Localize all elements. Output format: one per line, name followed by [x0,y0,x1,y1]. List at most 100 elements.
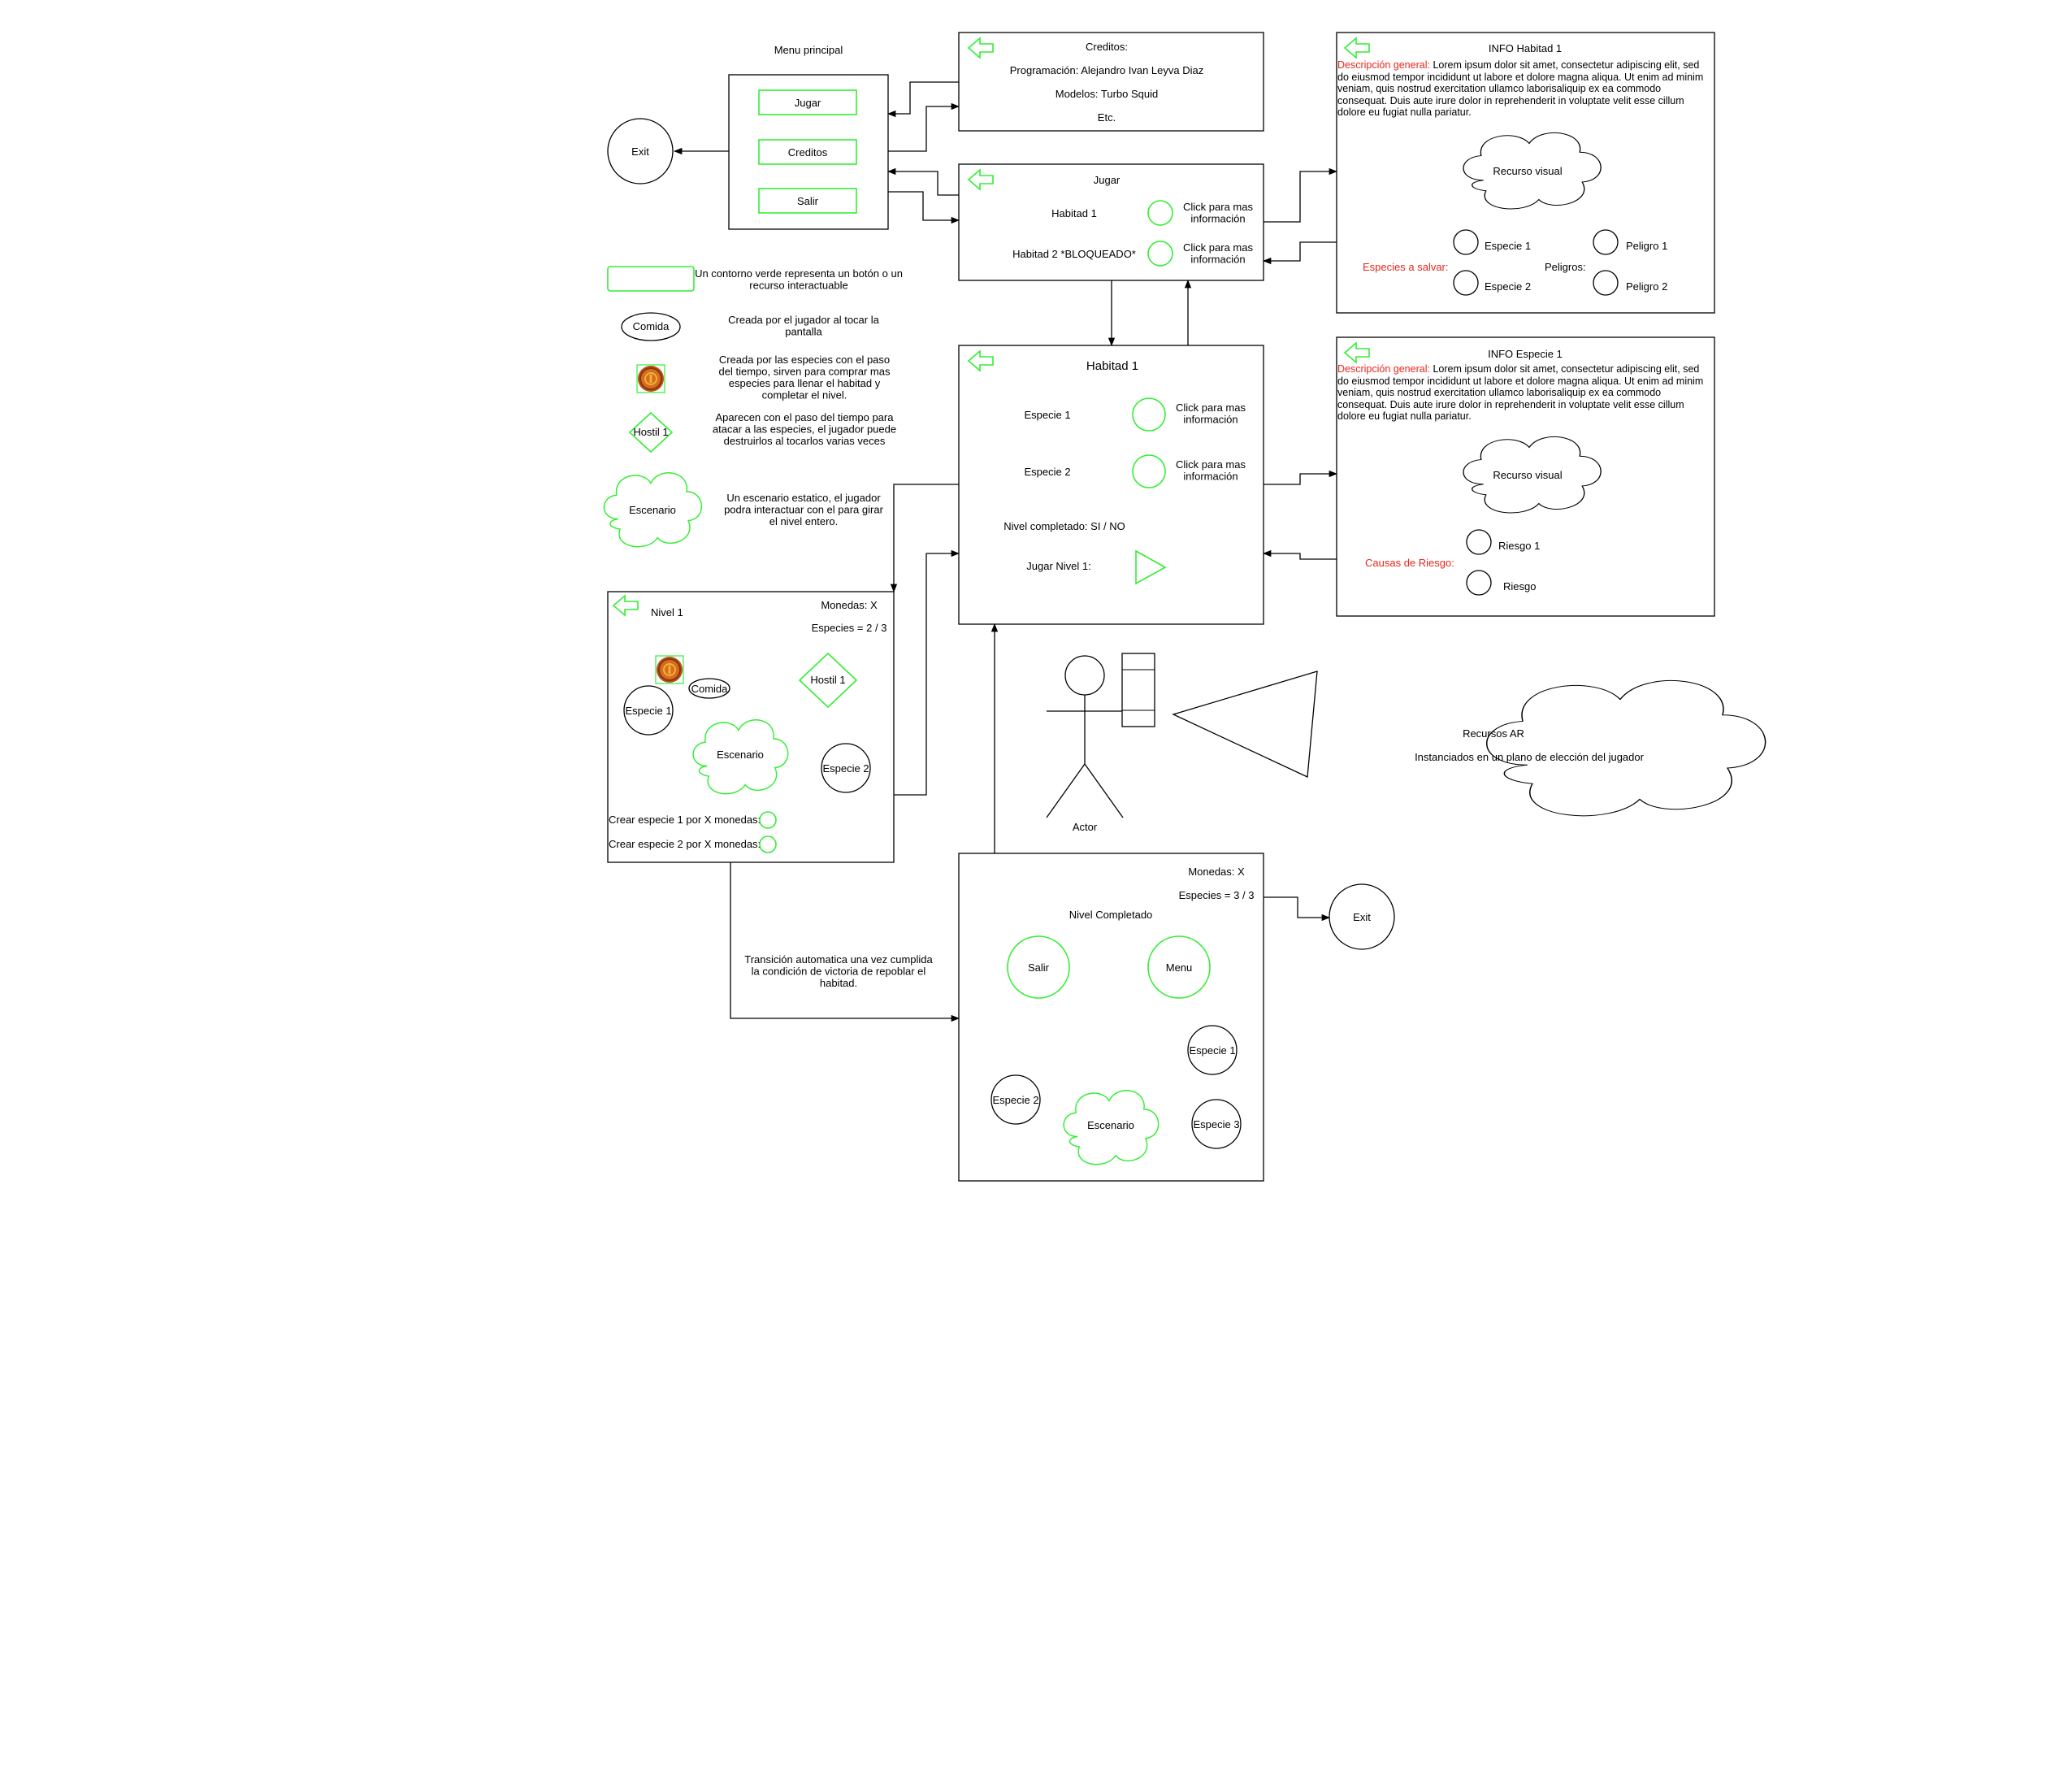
caption-line: del tiempo, sirven para comprar mas [719,366,891,378]
connector-play-infohab [1264,167,1338,223]
species-node [1187,1025,1238,1075]
caption-line: recurso interactuable [749,280,847,292]
description-text: Lorem ipsum dolor sit amet, consectetur … [1337,363,1704,422]
food-sample [621,312,681,341]
caption-line: el nivel entero. [769,515,839,527]
play-level-label: Jugar Nivel 1: [1026,560,1090,572]
habitat-panel [958,345,1264,625]
connector-credits-menu [886,81,959,118]
description-label: Descripción general: [1337,59,1430,71]
risk-label: Riesgo 1 [1498,540,1540,552]
legend-text: Un contorno verde representa un botón o … [695,267,903,292]
species-2-info-button[interactable] [1132,454,1166,488]
exit-node-label: Exit [1353,911,1371,923]
danger-label: Peligro 1 [1626,240,1667,252]
food-label: Comida [691,683,729,695]
risk-label: Riesgo [1503,580,1536,592]
main-menu-title: Menu principal [774,44,843,56]
info-species-screen: INFO Especie 1 Recurso visual Riesgo 1 C… [1336,336,1715,617]
habitat-1-info-button[interactable] [1147,200,1173,226]
description-label: Descripción general: [1337,363,1430,375]
habitat-2-info-button[interactable] [1147,241,1173,267]
hostile-sample [628,411,674,454]
level-complete-title: Nivel Completado [1069,909,1153,921]
connector-level-complete [730,862,960,1022]
connectors [673,81,1338,1022]
exit-button-label: Salir [1028,961,1050,974]
exit-button-label: Salir [797,195,819,207]
caption-line: podra interactuar con el para girar [724,504,884,516]
habitat-title: Habitad 1 [1086,359,1138,373]
caption-line: destruirlos al tocarlos varias veces [724,435,886,447]
buy-species-2-button[interactable] [759,835,777,853]
species-label: Especie 3 [1193,1118,1239,1131]
species-label: Especie 1 [625,705,671,717]
species-label: Especie 1 [1485,240,1531,252]
info-habitat-screen: INFO Habitad 1 Recurso visual Especie 1 … [1336,32,1715,314]
scenario-label: Escenario [1087,1119,1134,1131]
species-node [1191,1099,1242,1149]
risk-slot [1466,570,1492,596]
species-node [990,1074,1041,1125]
species-1-info-button[interactable] [1132,397,1166,432]
habitat-2-label: Habitad 2 *BLOQUEADO* [1012,248,1136,260]
species-node [821,743,871,793]
species-1-label: Especie 1 [1024,409,1070,421]
actor-label: Actor [1073,821,1098,833]
buy-species-2-label: Crear especie 2 por X monedas: [609,838,761,850]
connector-habitat-level [890,484,959,593]
connector-level-habitat [894,549,960,796]
coins-counter: Monedas: X [821,599,878,611]
species-node [623,685,674,736]
coin-icon [636,364,665,393]
ar-resources-subtitle: Instanciados en un plano de elección del… [1415,751,1645,763]
camera-view-cone [1172,670,1318,778]
exit-button[interactable]: Salir [758,188,857,214]
species-slot [1453,270,1479,296]
info-habitat-title: INFO Habitad 1 [1489,42,1562,54]
hostile-sample-label: Hostil 1 [633,426,668,438]
caption-line: información [1190,254,1245,266]
species-to-save-label: Especies a salvar: [1363,261,1449,273]
main-menu: Menu principal Jugar Creditos Salir [728,44,889,230]
species-2-label: Especie 2 [1024,466,1070,478]
caption-line: información [1190,213,1245,225]
play-triangle-icon[interactable] [1135,549,1167,585]
connector-infosp-habitat [1262,549,1337,560]
exit-node-label: Exit [631,145,649,158]
hostile-enemy[interactable] [798,652,858,709]
caption-line: información [1183,414,1238,426]
risk-slot [1466,529,1492,555]
credits-title: Creditos: [1086,41,1128,53]
danger-label: Peligro 2 [1626,280,1667,293]
caption-line: completar el nivel. [762,389,847,401]
exit-node-left: Exit [607,118,674,184]
menu-button[interactable] [1147,935,1211,999]
info-species-description: Descripción general: Lorem ipsum dolor s… [1337,363,1713,423]
credits-button[interactable]: Creditos [758,139,857,165]
exit-node-right: Exit [1329,883,1395,950]
credits-line: Programación: Alejandro Ivan Leyva Diaz [1010,64,1203,76]
connector-menu-credits [888,102,960,152]
species-label: Especie 2 [822,762,869,775]
level-completed-status: Nivel completado: SI / NO [1003,520,1125,532]
species-slot [1453,229,1479,255]
description-text: Lorem ipsum dolor sit amet, consectetur … [1337,59,1704,118]
play-button[interactable]: Jugar [758,89,857,115]
level-complete-screen: Monedas: X Especies = 3 / 3 Nivel Comple… [958,853,1264,1182]
caption-line: atacar a las especies, el jugador puede [713,423,896,436]
visual-resource-label: Recurso visual [1493,165,1562,177]
species-label: Especie 2 [1485,280,1531,293]
buy-species-1-button[interactable] [759,811,777,829]
buy-species-1-label: Crear especie 1 por X monedas: [609,814,761,826]
exit-button[interactable] [1007,935,1070,999]
connector-habitat-infosp [1264,470,1338,485]
play-title: Jugar [1094,174,1121,186]
dangers-label: Peligros: [1545,261,1586,273]
